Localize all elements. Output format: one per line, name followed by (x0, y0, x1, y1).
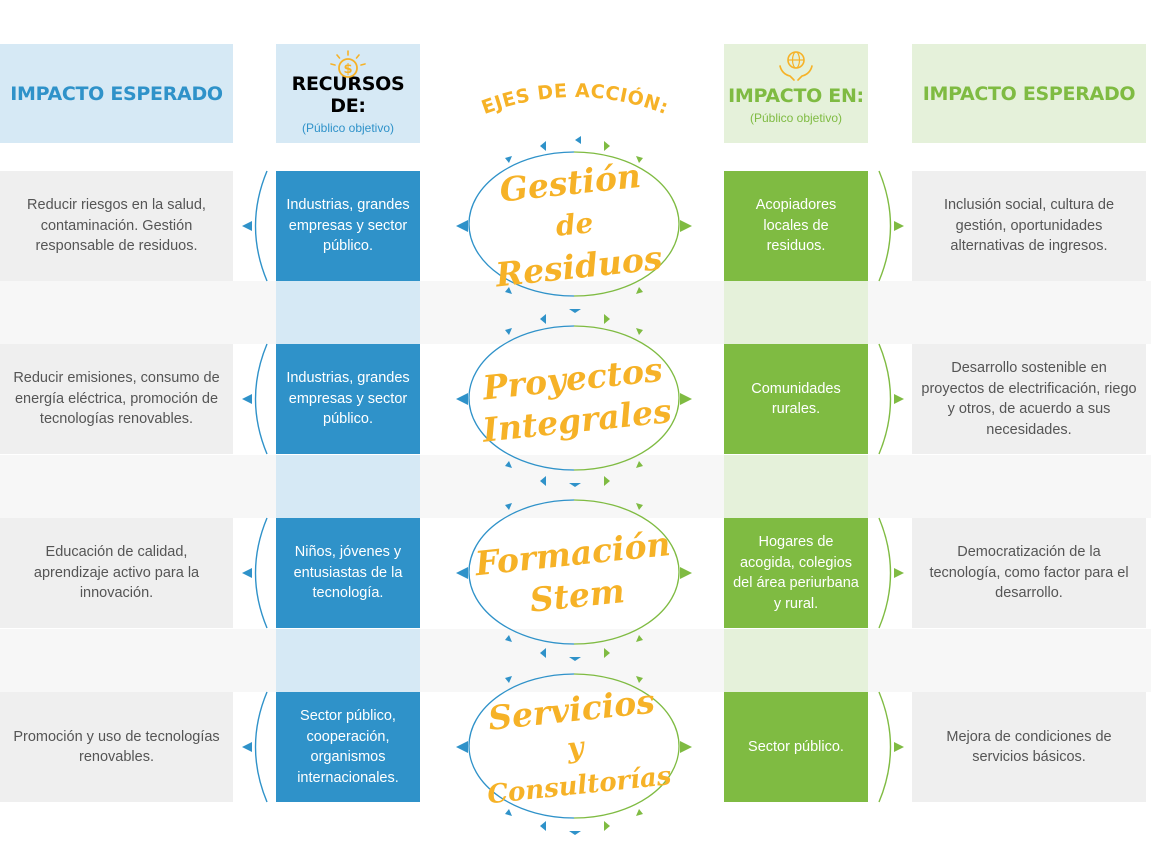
resources-cell: Sector público, cooperación, organismos … (276, 692, 420, 802)
header-resources: $ RECURSOS DE: (Público objetivo) (276, 44, 420, 143)
resources-column-fill (276, 455, 420, 518)
impact-on-cell: Comunidades rurales. (724, 344, 868, 454)
axis-integral-projects: Proyectos Integrales (460, 340, 690, 460)
right-impact-title: IMPACTO ESPERADO (922, 82, 1136, 105)
right-impact-text: Mejora de condiciones de servicios básic… (946, 728, 1112, 766)
resources-text: Industrias, grandes empresas y sector pú… (286, 197, 410, 255)
impact-column-fill (724, 281, 868, 344)
resources-column-fill (276, 281, 420, 344)
resources-cell: Industrias, grandes empresas y sector pú… (276, 344, 420, 454)
axis-waste-management: Gestión de Residuos (470, 156, 680, 294)
left-impact-text: Promoción y uso de tecnologías renovable… (13, 728, 220, 766)
right-impact-text: Desarrollo sostenible en proyectos de el… (921, 360, 1137, 438)
header-left-impact: IMPACTO ESPERADO (0, 44, 233, 143)
impact-on-text: Comunidades rurales. (751, 380, 841, 418)
right-impact-cell: Desarrollo sostenible en proyectos de el… (912, 344, 1146, 454)
left-impact-cell: Promoción y uso de tecnologías renovable… (0, 692, 233, 802)
resources-cell: Niños, jóvenes y entusiastas de la tecno… (276, 518, 420, 628)
impact-on-cell: Sector público. (724, 692, 868, 802)
right-impact-cell: Inclusión social, cultura de gestión, op… (912, 171, 1146, 281)
right-impact-text: Democratización de la tecnología, como f… (929, 544, 1129, 602)
axis-stem-training: Formación Stem (460, 515, 690, 635)
resources-cell: Industrias, grandes empresas y sector pú… (276, 171, 420, 281)
resources-column-fill (276, 629, 420, 692)
dollar-coin-icon: $ (328, 50, 368, 87)
header-right-impact: IMPACTO ESPERADO (912, 44, 1146, 143)
right-impact-cell: Democratización de la tecnología, como f… (912, 518, 1146, 628)
resources-text: Sector público, cooperación, organismos … (297, 708, 399, 786)
left-impact-text: Educación de calidad, aprendizaje activo… (33, 544, 200, 602)
resources-text: Industrias, grandes empresas y sector pú… (286, 370, 410, 428)
impact-column-fill (724, 629, 868, 692)
axis-services-consulting: Servicios y Consultorías (460, 680, 690, 815)
header-impact-on: IMPACTO EN: (Público objetivo) (724, 44, 868, 143)
impact-on-subtitle: (Público objetivo) (749, 110, 843, 125)
left-impact-text: Reducir emisiones, consumo de energía el… (13, 370, 220, 428)
left-impact-title: IMPACTO ESPERADO (10, 82, 223, 105)
left-impact-cell: Reducir emisiones, consumo de energía el… (0, 344, 233, 454)
hands-globe-icon (776, 48, 816, 89)
left-impact-text: Reducir riesgos en la salud, contaminaci… (27, 197, 206, 255)
resources-text: Niños, jóvenes y entusiastas de la tecno… (293, 544, 403, 602)
svg-text:$: $ (343, 62, 352, 77)
impact-on-title: IMPACTO EN: (728, 84, 864, 107)
impact-on-text: Acopiadores locales de residuos. (755, 197, 837, 255)
right-impact-cell: Mejora de condiciones de servicios básic… (912, 692, 1146, 802)
left-impact-cell: Educación de calidad, aprendizaje activo… (0, 518, 233, 628)
impact-on-cell: Acopiadores locales de residuos. (724, 171, 868, 281)
resources-title: RECURSOS DE: (291, 72, 405, 117)
resources-subtitle: (Público objetivo) (301, 120, 395, 135)
impact-on-text: Sector público. (748, 738, 844, 755)
impact-on-text: Hogares de acogida, colegios del área pe… (733, 534, 859, 612)
left-impact-cell: Reducir riesgos en la salud, contaminaci… (0, 171, 233, 281)
axes-title: EJES DE ACCIÓN: (470, 58, 680, 119)
impact-column-fill (724, 455, 868, 518)
impact-on-cell: Hogares de acogida, colegios del área pe… (724, 518, 868, 628)
right-impact-text: Inclusión social, cultura de gestión, op… (943, 197, 1115, 255)
